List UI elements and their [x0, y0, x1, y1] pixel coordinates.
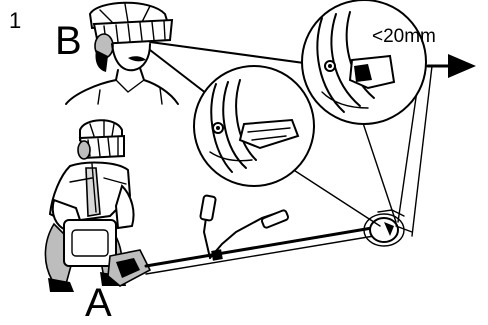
distance-label: <20mm — [372, 26, 436, 47]
detail-far-icon — [302, 0, 426, 124]
detail-near-icon — [194, 66, 314, 186]
trimmer-icon — [108, 195, 412, 286]
label-b: B — [55, 19, 82, 63]
label-a: A — [85, 281, 112, 325]
figure-number: 1 — [9, 8, 21, 33]
right-arrow-icon — [428, 54, 476, 78]
observer-icon — [66, 3, 178, 104]
